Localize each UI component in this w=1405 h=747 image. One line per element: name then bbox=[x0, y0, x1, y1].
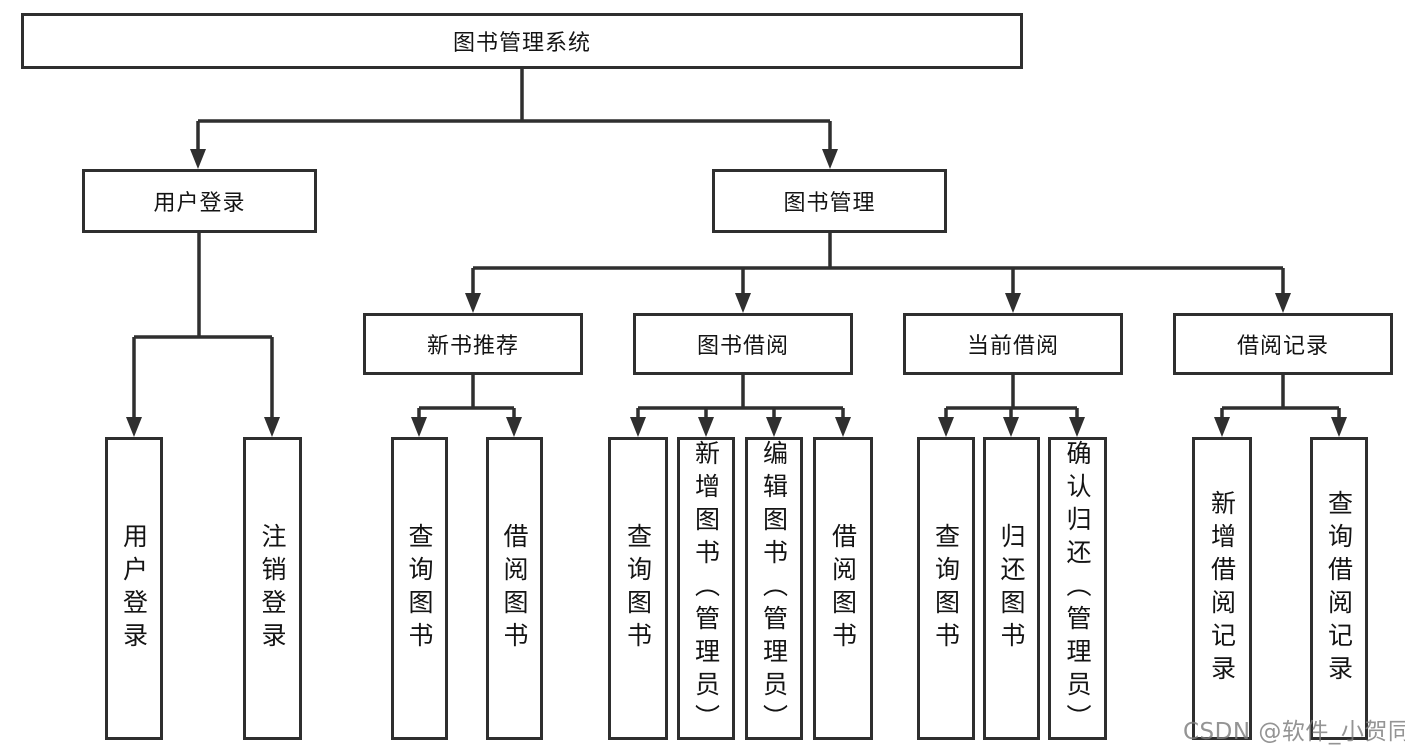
leaf-borrow-book-label: 借阅图书 bbox=[828, 522, 858, 655]
leaf-query-borrow-record: 查询借阅记录 bbox=[1310, 437, 1368, 740]
leaf-return-book-label: 归还图书 bbox=[997, 522, 1026, 655]
leaf-query-borrow-record-label: 查询借阅记录 bbox=[1324, 489, 1354, 688]
node-user-login-label: 用户登录 bbox=[153, 191, 246, 216]
node-root: 图书管理系统 bbox=[21, 13, 1023, 69]
leaf-query-book-current: 查询图书 bbox=[917, 437, 975, 740]
leaf-return-book: 归还图书 bbox=[983, 437, 1040, 740]
leaf-confirm-return-admin: 确认归还（管理员） bbox=[1048, 437, 1107, 740]
node-new-book-recommend: 新书推荐 bbox=[363, 313, 583, 375]
leaf-borrow-book-recommend: 借阅图书 bbox=[486, 437, 543, 740]
leaf-logout-label: 注销登录 bbox=[258, 522, 287, 655]
leaf-query-book-borrow: 查询图书 bbox=[608, 437, 668, 740]
leaf-query-book-current-label: 查询图书 bbox=[931, 522, 961, 655]
leaf-edit-book-admin-label: 编辑图书（管理员） bbox=[759, 440, 789, 737]
node-new-book-recommend-label: 新书推荐 bbox=[426, 334, 519, 359]
leaf-edit-book-admin: 编辑图书（管理员） bbox=[745, 437, 803, 740]
leaf-query-book-recommend-label: 查询图书 bbox=[405, 522, 434, 655]
leaf-logout: 注销登录 bbox=[243, 437, 302, 740]
leaf-confirm-return-admin-label: 确认归还（管理员） bbox=[1063, 440, 1092, 737]
arrowheads bbox=[126, 149, 1347, 437]
leaf-user-login: 用户登录 bbox=[105, 437, 163, 740]
leaf-user-login-label: 用户登录 bbox=[119, 522, 149, 655]
connector-strokes bbox=[132, 69, 1341, 420]
leaf-query-book-borrow-label: 查询图书 bbox=[623, 522, 653, 655]
node-user-login: 用户登录 bbox=[82, 169, 317, 233]
node-current-borrow: 当前借阅 bbox=[903, 313, 1123, 375]
leaf-add-book-admin-label: 新增图书（管理员） bbox=[691, 440, 721, 737]
node-book-borrow-label: 图书借阅 bbox=[696, 334, 789, 359]
node-book-management-label: 图书管理 bbox=[783, 191, 876, 216]
leaf-add-borrow-record-label: 新增借阅记录 bbox=[1207, 489, 1237, 688]
node-root-label: 图书管理系统 bbox=[452, 31, 591, 56]
node-book-management: 图书管理 bbox=[712, 169, 947, 233]
leaf-add-book-admin: 新增图书（管理员） bbox=[677, 437, 735, 740]
leaf-add-borrow-record: 新增借阅记录 bbox=[1192, 437, 1252, 740]
leaf-query-book-recommend: 查询图书 bbox=[391, 437, 448, 740]
node-borrow-records: 借阅记录 bbox=[1173, 313, 1393, 375]
watermark: CSDN @软件_小贺同学 bbox=[1183, 719, 1405, 745]
node-book-borrow: 图书借阅 bbox=[633, 313, 853, 375]
node-current-borrow-label: 当前借阅 bbox=[966, 334, 1059, 359]
node-borrow-records-label: 借阅记录 bbox=[1236, 334, 1329, 359]
leaf-borrow-book-recommend-label: 借阅图书 bbox=[500, 522, 529, 655]
leaf-borrow-book: 借阅图书 bbox=[813, 437, 873, 740]
